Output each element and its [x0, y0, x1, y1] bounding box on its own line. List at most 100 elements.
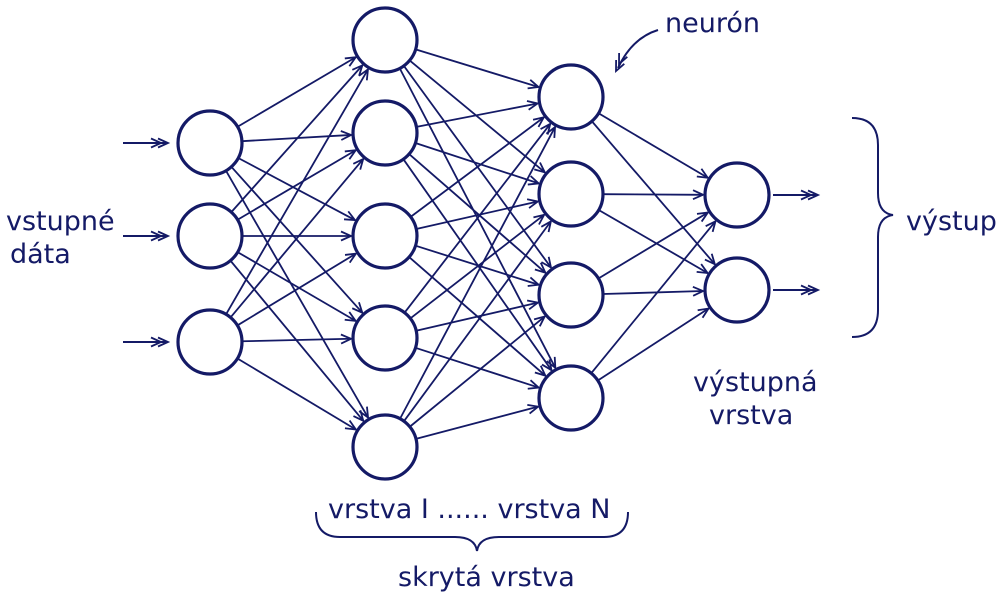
connection-line [410, 116, 545, 218]
connection-line [409, 315, 546, 428]
neurons [176, 6, 771, 481]
connection-arrow [399, 125, 557, 420]
connection-line [415, 48, 539, 88]
input-arrow-head-inner [150, 137, 164, 149]
hidden-n-neuron [537, 261, 605, 329]
connection-arrowhead [692, 189, 706, 201]
connection-arrowhead [692, 285, 706, 297]
connection-arrowhead [545, 125, 557, 139]
connection-line [415, 142, 539, 185]
connection-arrowhead [532, 116, 546, 128]
connection-arrowhead [533, 213, 546, 225]
connection-arrowhead [696, 211, 710, 223]
connection-line [598, 209, 709, 274]
connection-line [237, 251, 357, 322]
connection-line [416, 200, 539, 230]
input-arrow-head [157, 230, 171, 242]
connection-arrow [415, 48, 541, 90]
hidden-1-neuron [351, 304, 419, 372]
hidden-n-neuron [537, 364, 605, 432]
connection-arrow [415, 403, 541, 440]
input-arrow [123, 336, 171, 348]
input-arrow-head [157, 137, 171, 149]
connection-arrowhead [534, 162, 547, 174]
connection-line [416, 102, 538, 128]
connection-arrowhead [353, 410, 365, 423]
connection-arrowhead [527, 379, 541, 390]
io-arrows [123, 137, 821, 348]
connection-arrowhead [696, 168, 710, 179]
connection-arrowhead [340, 130, 354, 141]
connection-arrowhead [534, 365, 548, 378]
hidden-1-neuron [351, 6, 419, 74]
connection-line [602, 193, 704, 196]
connection-arrowhead [527, 403, 541, 415]
neuron-pointer-shaft [617, 29, 659, 69]
output-layer-label-line-2: vrstva [709, 400, 794, 431]
connection-arrowhead [527, 79, 541, 90]
hidden-n-neuron [537, 160, 605, 228]
hidden-1-neuron [351, 413, 419, 481]
input-arrow [123, 137, 171, 149]
input-arrow-head-inner [150, 230, 164, 242]
connection-arrowhead [340, 230, 354, 242]
connection-arrowhead [358, 67, 370, 81]
input-neuron [176, 308, 244, 376]
connection-arrowhead [697, 307, 711, 319]
connection-arrowhead [526, 198, 540, 209]
connection-line [403, 220, 552, 422]
connection-arrowhead [540, 256, 553, 270]
connection-arrow [237, 157, 357, 222]
connection-line [409, 59, 546, 174]
connection-arrow [237, 56, 358, 128]
output-arrow-head-inner [800, 284, 814, 296]
connection-arrowhead [541, 359, 553, 372]
connection-line [241, 337, 352, 343]
connection-arrow [242, 230, 354, 242]
input-neuron [176, 202, 244, 270]
output-arrow-head [807, 284, 821, 296]
hidden-1-neuron [351, 99, 419, 167]
connection-arrow [602, 189, 706, 201]
connection-arrowhead [705, 219, 717, 233]
connection-arrow [403, 122, 552, 314]
connection-arrowhead [540, 219, 553, 233]
connection-arrow [415, 244, 541, 287]
output-layer-label-line-1: výstupná [693, 367, 818, 398]
connection-arrowhead [344, 56, 358, 67]
connection-line [236, 357, 357, 431]
connection-arrowhead [344, 311, 358, 322]
connection-line [590, 220, 717, 374]
connection-arrow [237, 149, 358, 221]
connection-arrowhead [534, 262, 548, 275]
connection-line [225, 68, 369, 315]
neuron-pointer-head-inner [618, 53, 628, 66]
connection-line [415, 244, 539, 286]
connection-arrow [409, 213, 546, 320]
connection-line [415, 405, 539, 440]
connection-arrow [602, 285, 706, 297]
connection-line [597, 307, 709, 382]
connection-arrow [241, 333, 354, 345]
connection-line [230, 166, 363, 314]
connection-line [409, 214, 545, 320]
connection-arrow [591, 120, 717, 266]
input-arrow [123, 230, 171, 242]
connection-line [415, 301, 539, 332]
connection-arrow [590, 219, 717, 374]
connection-line [237, 157, 356, 221]
neuron-pointer-arrow [615, 29, 659, 73]
connection-arrowhead [351, 63, 364, 77]
connection-arrowhead [344, 149, 358, 160]
hidden-layer-range-label: vrstva I ...... vrstva N [328, 494, 611, 525]
input-arrow-head-inner [150, 336, 164, 348]
connection-arrowhead [696, 263, 710, 275]
connection-arrow [237, 251, 358, 322]
input-data-label: vstupné dáta [6, 205, 115, 271]
output-neuron [703, 161, 771, 229]
connection-arrow [416, 198, 540, 230]
neuron-label: neurón [665, 8, 760, 39]
connection-arrow [415, 346, 541, 390]
input-arrow-head [157, 336, 171, 348]
connection-arrowhead [352, 157, 365, 170]
